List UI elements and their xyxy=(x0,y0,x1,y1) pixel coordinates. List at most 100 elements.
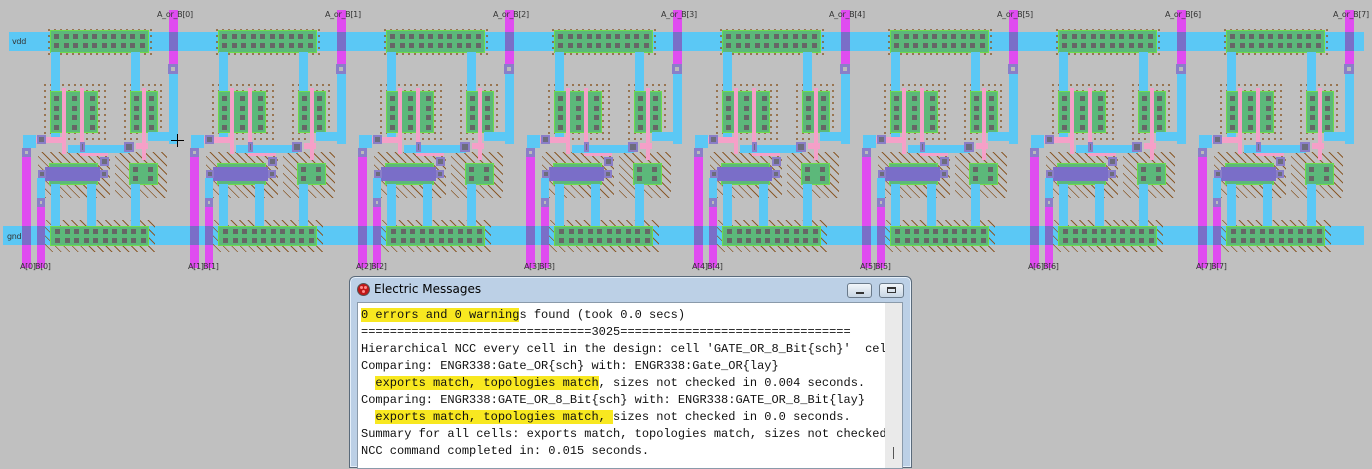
contact[interactable] xyxy=(139,34,145,39)
contact[interactable] xyxy=(1062,96,1067,101)
contact[interactable] xyxy=(470,124,475,130)
contact[interactable] xyxy=(1128,43,1134,48)
metal1-wire[interactable] xyxy=(467,184,476,228)
contact[interactable] xyxy=(820,176,825,181)
contact[interactable] xyxy=(485,105,490,111)
poly-wire[interactable] xyxy=(976,143,988,149)
contact[interactable] xyxy=(1072,229,1078,234)
contact[interactable] xyxy=(559,238,564,243)
poly-wire[interactable] xyxy=(640,143,652,149)
contact[interactable] xyxy=(456,34,462,39)
contact[interactable] xyxy=(269,34,275,39)
contact[interactable] xyxy=(308,229,314,234)
via-region[interactable] xyxy=(1009,32,1018,51)
poly-wire[interactable] xyxy=(1256,150,1284,156)
contact[interactable] xyxy=(1297,238,1303,243)
contact[interactable] xyxy=(558,43,563,48)
contact[interactable] xyxy=(806,96,811,101)
metal1-wire[interactable] xyxy=(255,184,264,228)
contact[interactable] xyxy=(131,238,136,243)
contact[interactable] xyxy=(594,96,599,101)
contact[interactable] xyxy=(1139,238,1144,243)
metal1-wire[interactable] xyxy=(37,178,45,208)
contact[interactable] xyxy=(429,238,434,243)
metal1-wire[interactable] xyxy=(191,135,204,148)
contact[interactable] xyxy=(83,238,89,243)
contact[interactable] xyxy=(1296,34,1302,39)
contact[interactable] xyxy=(644,229,650,234)
contact[interactable] xyxy=(1098,124,1103,130)
contact[interactable] xyxy=(426,115,431,120)
poly-contact[interactable] xyxy=(436,157,445,166)
contact[interactable] xyxy=(1157,124,1162,130)
contact[interactable] xyxy=(960,34,966,39)
contact[interactable] xyxy=(1240,229,1246,234)
contact[interactable] xyxy=(923,229,929,234)
contact[interactable] xyxy=(587,229,593,234)
contact[interactable] xyxy=(92,43,97,48)
contact[interactable] xyxy=(1310,124,1315,130)
via[interactable] xyxy=(604,170,612,178)
contact[interactable] xyxy=(131,229,136,234)
contact[interactable] xyxy=(1157,105,1162,111)
metal1-wire[interactable] xyxy=(316,132,346,141)
via-region[interactable] xyxy=(862,226,871,245)
contact[interactable] xyxy=(1250,238,1255,243)
contact[interactable] xyxy=(1081,43,1086,48)
contact-via[interactable] xyxy=(416,142,421,152)
contact[interactable] xyxy=(1142,115,1147,120)
contact[interactable] xyxy=(746,238,751,243)
contact[interactable] xyxy=(764,34,769,39)
minimize-button[interactable] xyxy=(847,283,872,298)
contact[interactable] xyxy=(576,124,581,130)
poly-wire[interactable] xyxy=(708,137,736,143)
contact[interactable] xyxy=(596,34,601,39)
contact[interactable] xyxy=(1325,115,1330,120)
metal1-output[interactable] xyxy=(1009,66,1018,144)
poly-gate[interactable] xyxy=(248,88,252,154)
contact[interactable] xyxy=(1231,229,1236,234)
contact[interactable] xyxy=(390,96,395,101)
contact[interactable] xyxy=(634,43,639,48)
contact-via[interactable] xyxy=(460,142,470,152)
contact[interactable] xyxy=(428,43,433,48)
via-input-a[interactable] xyxy=(1198,148,1207,157)
contact[interactable] xyxy=(240,124,245,130)
metal1-output[interactable] xyxy=(1177,66,1186,144)
contact[interactable] xyxy=(912,96,917,101)
poly-gate[interactable] xyxy=(814,88,818,160)
poly-gate[interactable] xyxy=(1318,88,1322,160)
contact[interactable] xyxy=(111,43,116,48)
contact[interactable] xyxy=(1128,34,1134,39)
contact[interactable] xyxy=(638,96,643,101)
metal1-wire[interactable] xyxy=(1156,132,1186,141)
metal1-wire[interactable] xyxy=(863,135,876,148)
contact[interactable] xyxy=(73,43,78,48)
contact[interactable] xyxy=(90,115,95,120)
poly-gate[interactable] xyxy=(80,88,84,154)
contact[interactable] xyxy=(438,238,444,243)
contact[interactable] xyxy=(134,124,139,130)
contact[interactable] xyxy=(1148,238,1154,243)
contact[interactable] xyxy=(951,43,956,48)
contact[interactable] xyxy=(308,238,314,243)
contact[interactable] xyxy=(409,34,414,39)
contact[interactable] xyxy=(616,229,621,234)
contact[interactable] xyxy=(475,43,481,48)
metal1-wire[interactable] xyxy=(891,184,900,228)
contact[interactable] xyxy=(134,96,139,101)
contact[interactable] xyxy=(298,34,303,39)
metal2-crossing[interactable] xyxy=(549,167,604,181)
contact[interactable] xyxy=(1278,229,1284,234)
contact[interactable] xyxy=(1309,167,1314,172)
contact[interactable] xyxy=(1141,167,1146,172)
contact[interactable] xyxy=(140,229,146,234)
contact-via[interactable] xyxy=(964,142,974,152)
contact[interactable] xyxy=(390,124,395,130)
contact[interactable] xyxy=(811,43,817,48)
contact[interactable] xyxy=(941,34,947,39)
contact[interactable] xyxy=(637,167,642,172)
contact[interactable] xyxy=(269,43,275,48)
poly-wire[interactable] xyxy=(416,150,444,156)
contact[interactable] xyxy=(54,43,59,48)
